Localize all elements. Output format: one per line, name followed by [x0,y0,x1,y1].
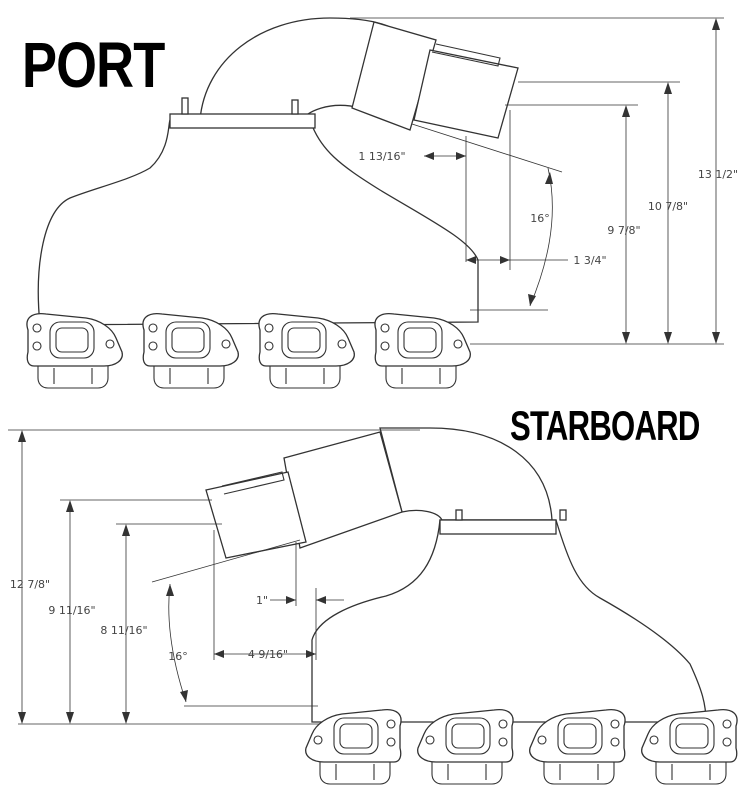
starboard-dim-outlet-height: 9 11/16" [48,604,95,617]
starboard-dim-overall-height: 12 7/8" [10,578,50,591]
port-dim-side-offset: 1 3/4" [573,254,606,267]
starboard-dim-flange-height: 8 11/16" [100,624,147,637]
port-outlet [413,49,519,139]
starboard-manifold [205,427,738,785]
port-dim-outlet-height: 10 7/8" [648,200,688,213]
starboard-dim-side-offset: 4 9/16" [248,648,288,661]
port-dim-angle: 16° [530,212,550,225]
port-mount-plate [169,113,316,129]
port-body [37,119,479,326]
starboard-outlet [205,471,307,559]
port-dim-flange-height: 9 7/8" [607,224,640,237]
starboard-elbow [379,427,553,521]
port-dimensions: 13 1/2" 10 7/8" 9 7/8" 1 13/16" 1 3/4" 1… [350,17,738,345]
port-elbow [199,17,393,123]
port-manifold [26,17,519,389]
starboard-dimensions: 12 7/8" 9 11/16" 8 11/16" 1" 4 9/16" 16° [8,429,420,725]
starboard-mount-plate [439,519,557,535]
starboard-body [311,519,707,723]
starboard-dim-outlet-offset: 1" [256,594,268,607]
starboard-dim-angle: 16° [168,650,188,663]
port-riser [351,21,437,131]
port-heading: PORT [22,29,165,101]
port-dim-outlet-offset: 1 13/16" [358,150,405,163]
starboard-heading: STARBOARD [510,402,700,449]
port-dim-overall-height: 13 1/2" [698,168,738,181]
